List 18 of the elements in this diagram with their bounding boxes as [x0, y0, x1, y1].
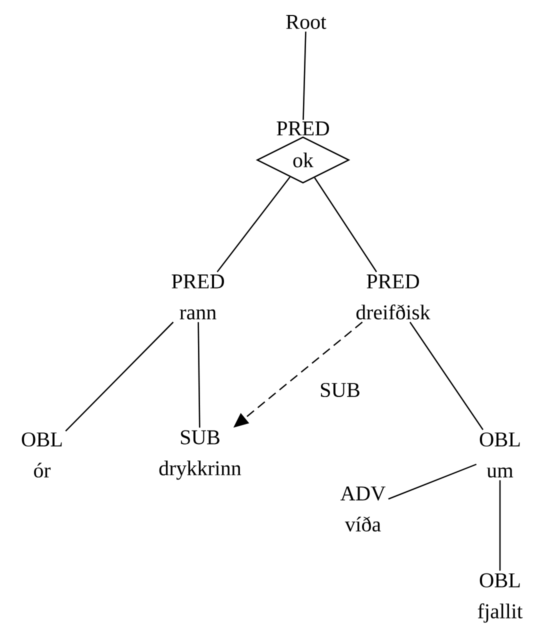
- node-label: OBL ór: [22, 432, 62, 478]
- node-label: SUB drykkrinn: [159, 430, 242, 480]
- node-label: PRED: [276, 122, 329, 136]
- connector-line: [65, 322, 174, 432]
- node-label: OBL um: [480, 432, 520, 478]
- connector-line: [409, 322, 484, 430]
- node-label: ADV víða: [340, 486, 386, 532]
- connector-line: [302, 32, 306, 120]
- connector-line: [499, 480, 501, 571]
- connector-line: [216, 176, 290, 272]
- node-label: Root: [286, 15, 326, 29]
- connector-line: [314, 177, 378, 272]
- connector-line: [388, 464, 477, 500]
- node-label: PRED rann: [172, 274, 224, 320]
- node-label: OBL fjallit: [478, 573, 523, 623]
- connector-line: [198, 322, 200, 428]
- node-label: PRED dreifðisk: [356, 274, 430, 320]
- edge-label: SUB: [318, 382, 362, 398]
